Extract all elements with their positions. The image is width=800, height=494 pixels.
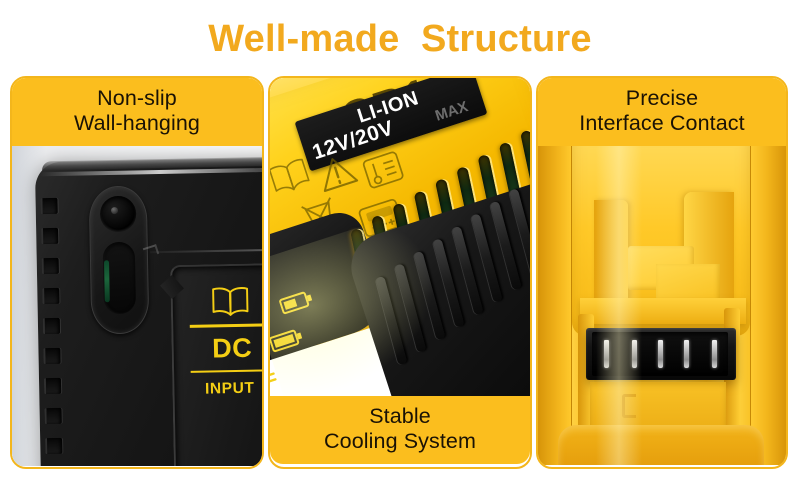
wall-mount-keyhole — [88, 185, 150, 335]
panel-stable-cooling-system: CB112 LI-ION 12V/20V MAX — [268, 76, 532, 469]
feature-panels: Non-slip Wall-hanging — [0, 76, 800, 470]
panel-2-caption-line-2: Cooling System — [324, 429, 476, 453]
panel-3-photo — [538, 146, 786, 465]
dock-base — [558, 425, 764, 465]
contact-pin — [658, 340, 663, 368]
contact-pin — [604, 340, 609, 368]
panel-3-caption-line-1: Precise — [625, 86, 699, 110]
contact-pin — [632, 340, 637, 368]
dock-wall-right — [750, 146, 786, 465]
rubber-grip-ribs — [37, 197, 66, 466]
panel-non-slip-wall-hanging: Non-slip Wall-hanging — [10, 76, 264, 469]
label-input-text: INPUT — [204, 379, 255, 398]
dock-latch-hook — [622, 394, 636, 418]
label-divider-top — [189, 323, 262, 328]
panel-2-caption-line-1: Stable — [369, 404, 431, 428]
panel-3-caption: Precise Interface Contact — [538, 78, 786, 146]
battery-full-icon — [270, 329, 303, 353]
charger-rating-label: DC INPUT — [183, 275, 262, 399]
battery-charging-icon — [279, 291, 313, 315]
page-title-bar: Well-made Structure — [0, 18, 800, 61]
page-title: Well-made Structure — [208, 18, 592, 60]
contact-pin — [684, 340, 689, 368]
dock-ledge — [580, 298, 746, 324]
panel-1-caption-line-2: Wall-hanging — [74, 111, 200, 135]
battery-fault-icon — [270, 372, 277, 386]
panel-2-photo: CB112 LI-ION 12V/20V MAX — [270, 78, 530, 396]
dock-step-lower — [656, 264, 720, 304]
label-dc-text: DC — [211, 332, 253, 363]
label-divider-bottom — [190, 368, 262, 373]
panel-3-caption-line-2: Interface Contact — [579, 111, 745, 135]
sticker-max-text: MAX — [433, 98, 471, 125]
manual-book-icon — [270, 158, 310, 192]
panel-2-caption: Stable Cooling System — [270, 396, 530, 464]
dock-guide-rail-left — [594, 200, 628, 304]
dock-wall-left — [538, 146, 572, 465]
contact-pin — [712, 340, 717, 368]
contact-pins — [598, 336, 726, 372]
manual-book-icon — [212, 287, 249, 316]
panel-1-caption: Non-slip Wall-hanging — [12, 78, 262, 146]
panel-1-photo: DC INPUT — [12, 146, 262, 466]
temperature-icon — [362, 151, 404, 189]
keyhole-slot — [102, 241, 137, 315]
panel-1-caption-line-1: Non-slip — [97, 86, 177, 110]
warning-triangle-icon — [323, 158, 359, 192]
panel-precise-interface-contact: Precise Interface Contact — [536, 76, 788, 469]
